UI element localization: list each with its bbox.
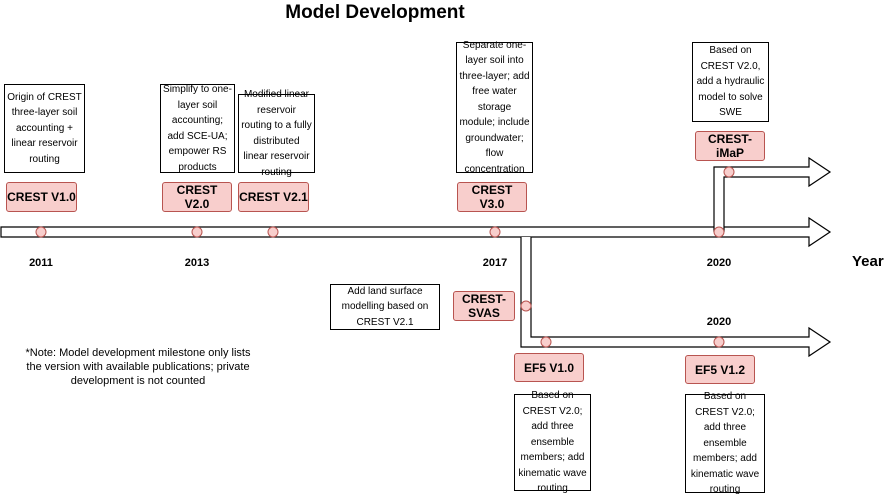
crest-svas-label: CREST-SVAS — [453, 291, 515, 321]
milestone-dot-svas — [520, 300, 532, 312]
crest-v10-description: Origin of CREST three-layer soil account… — [4, 84, 85, 173]
year-label-2013: 2013 — [184, 257, 210, 269]
crest-imap-label: CREST-iMaP — [695, 131, 765, 161]
milestone-dot-crest-v21 — [267, 226, 279, 238]
ef5-v10-description: Based on CREST V2.0; add three ensemble … — [514, 390, 591, 494]
milestone-dot-imap — [723, 166, 735, 178]
crest-imap-description: Based on CREST V2.0, add a hydraulic mod… — [692, 42, 769, 122]
milestone-dot-2020 — [713, 226, 725, 238]
milestone-dot-2013 — [191, 226, 203, 238]
ef5-v12-label: EF5 V1.2 — [685, 355, 755, 384]
year-label-2020-lower: 2020 — [706, 316, 732, 328]
crest-svas-description: Add land surface modelling based on CRES… — [330, 284, 440, 330]
footnote: *Note: Model development milestone only … — [25, 347, 251, 387]
crest-v30-label: CREST V3.0 — [457, 182, 527, 212]
year-axis-label: Year — [852, 253, 884, 270]
ef5-branch-arrow — [520, 237, 832, 358]
crest-v20-description: Simplify to one-layer soil accounting; a… — [160, 84, 235, 173]
milestone-dot-2017 — [489, 226, 501, 238]
main-timeline-arrow — [0, 216, 832, 248]
crest-v30-description: Separate one-layer soil into three-layer… — [456, 40, 533, 175]
milestone-dot-ef5-v12 — [713, 336, 725, 348]
diagram-title: Model Development — [285, 2, 465, 23]
crest-v20-label: CREST V2.0 — [162, 182, 232, 212]
year-label-2017: 2017 — [482, 257, 508, 269]
crest-v10-label: CREST V1.0 — [6, 182, 77, 212]
milestone-dot-ef5-v10 — [540, 336, 552, 348]
year-label-2020: 2020 — [706, 257, 732, 269]
imap-branch-arrow — [713, 156, 832, 232]
ef5-v12-description: Based on CREST V2.0; add three ensemble … — [685, 391, 765, 495]
milestone-dot-2011 — [35, 226, 47, 238]
crest-v21-description: Modified linear reservoir routing to a f… — [238, 89, 315, 178]
crest-v21-label: CREST V2.1 — [238, 182, 309, 212]
year-label-2011: 2011 — [29, 257, 53, 269]
ef5-v10-label: EF5 V1.0 — [514, 353, 584, 382]
